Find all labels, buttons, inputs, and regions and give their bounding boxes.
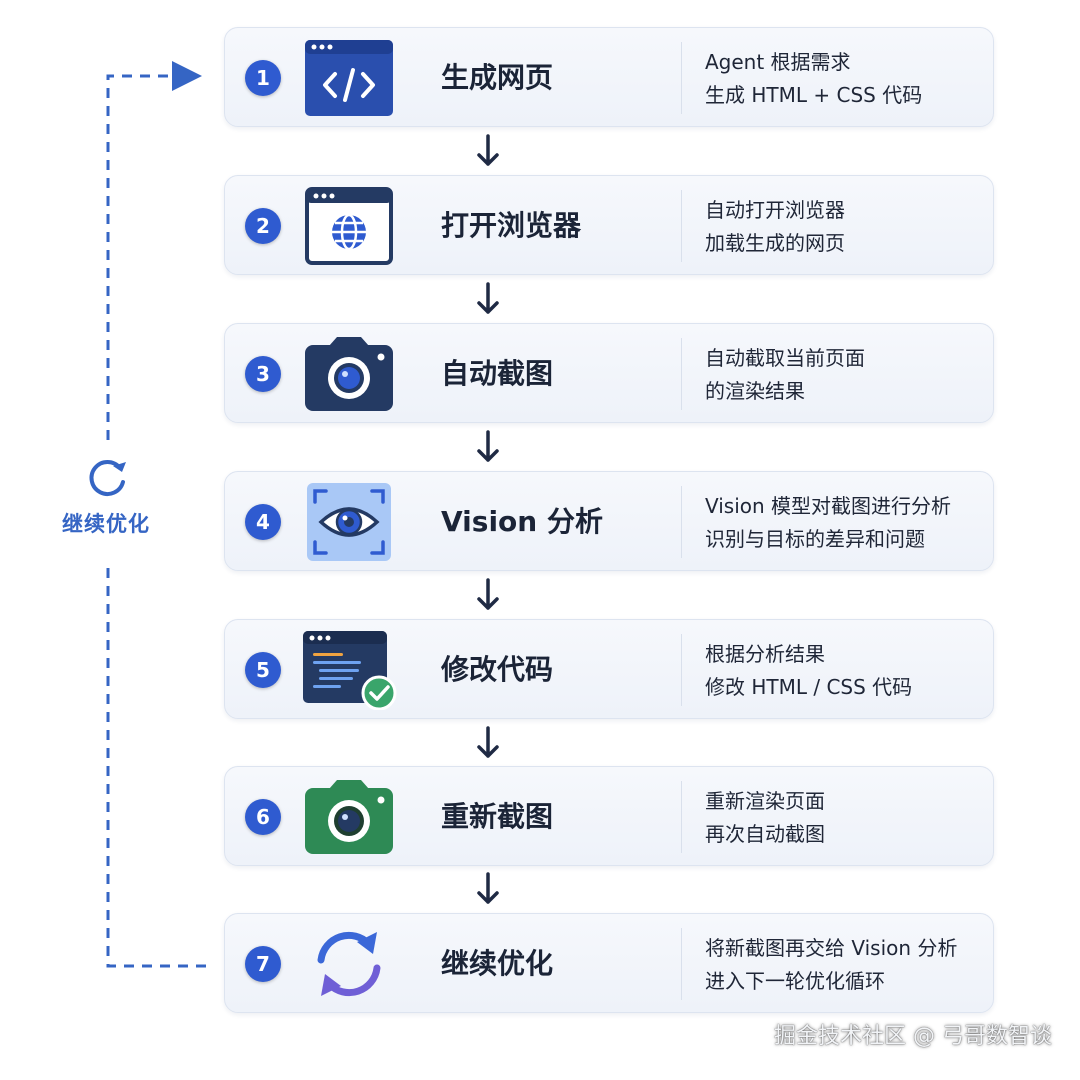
desc-line: 再次自动截图	[705, 822, 825, 846]
divider	[681, 338, 682, 410]
step-number: 3	[245, 356, 281, 392]
desc-line: Vision 模型对截图进行分析	[705, 494, 952, 518]
down-arrow-icon	[477, 872, 499, 904]
step-rescreenshot: 6 重新截图 重新渲染页面 再次自动截图	[224, 766, 994, 866]
divider	[681, 42, 682, 114]
step-description: 自动截取当前页面 的渲染结果	[705, 342, 985, 408]
divider	[681, 781, 682, 853]
desc-line: 的渲染结果	[705, 379, 805, 403]
step-description: Vision 模型对截图进行分析 识别与目标的差异和问题	[705, 490, 985, 556]
step-description: 重新渲染页面 再次自动截图	[705, 785, 985, 851]
step-vision-analysis: 4 Vision 分析 Vision 模型对截图进行分析 识别与目标的差异和问题	[224, 471, 994, 571]
step-generate-page: 1 生成网页 Agent 根据需求 生成 HTML + CSS 代码	[224, 27, 994, 127]
step-number: 1	[245, 60, 281, 96]
divider	[681, 486, 682, 558]
refresh-loop-icon	[89, 460, 126, 496]
step-title: 自动截图	[441, 357, 554, 390]
loop-line-lower	[106, 560, 206, 968]
step-number: 4	[245, 504, 281, 540]
down-arrow-icon	[477, 134, 499, 166]
down-arrow-icon	[477, 430, 499, 462]
down-arrow-icon	[477, 282, 499, 314]
camera-icon	[305, 337, 393, 411]
sync-arrows-icon	[317, 931, 381, 997]
step-title: 重新截图	[441, 800, 554, 833]
desc-line: 重新渲染页面	[705, 789, 825, 813]
step-title: 打开浏览器	[441, 209, 582, 242]
browser-globe-icon	[305, 187, 393, 265]
step-number: 7	[245, 946, 281, 982]
desc-line: 修改 HTML / CSS 代码	[705, 675, 913, 699]
desc-line: 识别与目标的差异和问题	[705, 527, 925, 551]
desc-line: 进入下一轮优化循环	[705, 969, 885, 993]
down-arrow-icon	[477, 578, 499, 610]
code-editor-check-icon	[303, 631, 397, 710]
code-window-icon	[305, 40, 393, 116]
step-title: 生成网页	[441, 61, 554, 94]
desc-line: 自动截取当前页面	[705, 346, 865, 370]
step-number: 2	[245, 208, 281, 244]
desc-line: 自动打开浏览器	[705, 198, 845, 222]
loop-label: 继续优化	[62, 512, 150, 536]
step-modify-code: 5 修改代码 根据分析结果 修改 HTML / CSS 代码	[224, 619, 994, 719]
step-open-browser: 2 打开浏览器 自动打开浏览器 加载生成的网页	[224, 175, 994, 275]
desc-line: Agent 根据需求	[705, 50, 851, 74]
down-arrow-icon	[477, 726, 499, 758]
green-camera-icon	[305, 780, 393, 854]
divider	[681, 634, 682, 706]
step-title: 继续优化	[441, 947, 554, 980]
desc-line: 加载生成的网页	[705, 231, 845, 255]
desc-line: 生成 HTML + CSS 代码	[705, 83, 923, 107]
step-description: 自动打开浏览器 加载生成的网页	[705, 194, 985, 260]
step-description: 根据分析结果 修改 HTML / CSS 代码	[705, 638, 985, 704]
step-number: 6	[245, 799, 281, 835]
watermark: 掘金技术社区 @ 弓哥数智谈	[774, 1024, 1052, 1049]
step-title: 修改代码	[441, 653, 554, 686]
step-description: Agent 根据需求 生成 HTML + CSS 代码	[705, 46, 985, 112]
step-number: 5	[245, 652, 281, 688]
step-description: 将新截图再交给 Vision 分析 进入下一轮优化循环	[705, 932, 985, 998]
step-title: Vision 分析	[441, 505, 603, 538]
eye-scan-icon	[307, 483, 391, 561]
loop-line-upper	[106, 61, 202, 440]
divider	[681, 190, 682, 262]
divider	[681, 928, 682, 1000]
step-auto-screenshot: 3 自动截图 自动截取当前页面 的渲染结果	[224, 323, 994, 423]
desc-line: 将新截图再交给 Vision 分析	[705, 936, 958, 960]
desc-line: 根据分析结果	[705, 642, 825, 666]
step-continue-optimize: 7 继续优化 将新截图再交给 Vision 分析 进入下一轮优化循环	[224, 913, 994, 1013]
